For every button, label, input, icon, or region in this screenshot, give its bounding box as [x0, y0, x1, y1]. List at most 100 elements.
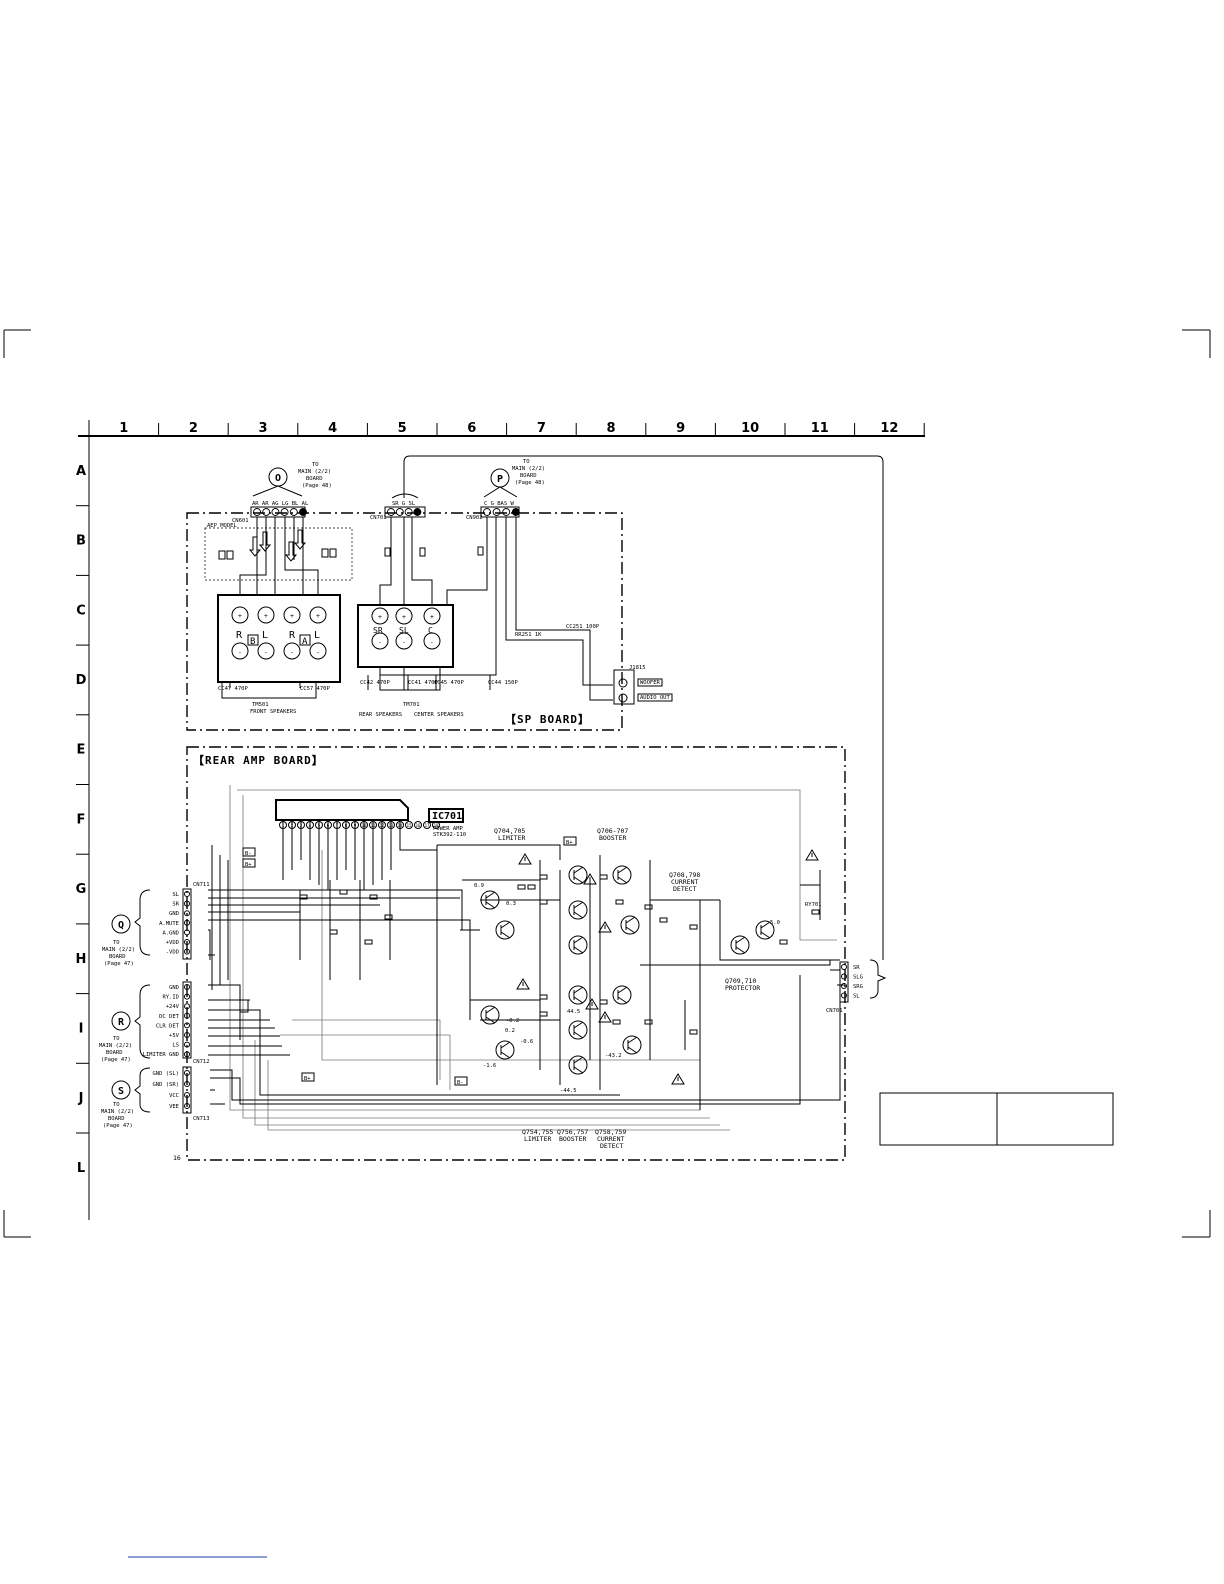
terminal-minus: [231, 642, 249, 660]
connector-pin: [184, 891, 190, 897]
terminal-sign: +: [238, 612, 242, 620]
warning-triangle-icon: [585, 998, 599, 1010]
connector-pin-label: VEE: [169, 1104, 179, 1110]
svg-text:SR G SL: SR G SL: [392, 501, 416, 507]
svg-text:(Page 47): (Page 47): [101, 1057, 131, 1063]
resistors: [299, 874, 820, 1035]
connector-pin-label: +24V: [166, 1004, 180, 1010]
ic-pin: [423, 821, 431, 829]
grid-column-label: 3: [258, 421, 267, 436]
connector-pin-label: SL: [172, 892, 179, 898]
aep-model-box: [204, 527, 353, 581]
connector-pin-label: CLR DET: [156, 1023, 180, 1029]
grid-row-label: I: [79, 1021, 84, 1036]
svg-text:B+: B+: [304, 1076, 311, 1082]
connector-pin: [184, 910, 190, 917]
svg-text:-44.5: -44.5: [560, 1088, 577, 1094]
svg-text:BOOSTER: BOOSTER: [559, 1135, 586, 1143]
resistor-symbol: [599, 874, 608, 880]
connector-pin-label: SR: [853, 965, 860, 971]
transistor-symbol: [568, 1020, 588, 1040]
warning-triangle-icon: [583, 873, 597, 885]
svg-text:STK392-110: STK392-110: [433, 832, 466, 838]
svg-text:44.5: 44.5: [567, 1009, 580, 1015]
rear-amp-wiring: [208, 822, 845, 1110]
transistor-symbol: [612, 865, 632, 885]
connector-pin: [184, 948, 190, 955]
svg-text:LIMITER: LIMITER: [524, 1135, 551, 1143]
connector-s-marker: S TO MAIN (2/2) BOARD (Page 47): [101, 1067, 151, 1129]
connector-pin: [413, 508, 422, 516]
resistor-symbol: [364, 939, 373, 945]
svg-text:CC45 470P: CC45 470P: [434, 680, 464, 686]
svg-text:B-: B-: [457, 1080, 464, 1086]
sp-board-labels: J1815 WOOFER AUDIO OUT TM501 FRONT SPEAK…: [218, 624, 670, 726]
svg-text:AUDIO OUT: AUDIO OUT: [640, 695, 670, 701]
transistor-symbol: [568, 900, 588, 920]
svg-text:CN711: CN711: [193, 882, 210, 888]
grid-column-label: 12: [880, 421, 898, 436]
cn601-connector: CN601 AR AR AG LG BL AL: [232, 501, 309, 524]
warning-triangle-icon: [518, 853, 532, 865]
sp-board-title: 【SP BOARD】: [505, 713, 590, 726]
ic-pin-number: 17: [425, 823, 430, 828]
svg-text:RR251 1K: RR251 1K: [515, 632, 542, 638]
svg-text:TM501: TM501: [252, 702, 269, 708]
svg-text:FRONT SPEAKERS: FRONT SPEAKERS: [250, 709, 296, 715]
svg-text:MAIN (2/2): MAIN (2/2): [102, 947, 135, 953]
grid-column-label: 4: [328, 421, 337, 436]
terminal-sign: -: [402, 638, 406, 646]
grid-column-label: 9: [676, 421, 685, 436]
svg-text:BOARD: BOARD: [106, 1050, 123, 1056]
resistor-symbol: [779, 939, 788, 945]
resistor-symbol: [644, 1019, 653, 1025]
warning-triangle-icon: [671, 1073, 685, 1085]
transistor-symbol: [495, 920, 515, 940]
grid-column-label: 5: [398, 421, 407, 436]
svg-text:C: C: [428, 626, 433, 635]
connector-pin: [184, 939, 190, 945]
connector-pin: [299, 508, 307, 516]
grid-column-label: 2: [189, 421, 198, 436]
svg-text:PROTECTOR: PROTECTOR: [725, 984, 760, 992]
connector-pin: [184, 1003, 190, 1010]
svg-text:SL: SL: [399, 626, 409, 635]
terminal-plus: [395, 607, 413, 625]
svg-text:CC42 470P: CC42 470P: [360, 680, 390, 686]
connector-o-marker: O TO MAIN (2/2) BOARD (Page 48): [252, 462, 332, 497]
terminal-sign: +: [402, 613, 406, 621]
connector-p-marker: P TO MAIN (2/2) BOARD (Page 48): [483, 459, 545, 498]
info-box: [879, 1092, 1114, 1146]
svg-text:0.9: 0.9: [474, 883, 484, 889]
terminal-minus: [257, 642, 275, 660]
svg-text:Q709,710: Q709,710: [725, 977, 756, 985]
svg-text:B+: B+: [566, 840, 573, 846]
svg-text:MAIN (2/2): MAIN (2/2): [101, 1109, 134, 1115]
svg-text:BOARD: BOARD: [108, 1116, 125, 1122]
connector-pin-label: SLG: [853, 975, 863, 981]
resistor-symbol: [299, 894, 308, 900]
terminal-minus: [309, 642, 327, 660]
resistor-symbol: [644, 904, 653, 910]
connector-pin-label: GND: [169, 985, 179, 991]
sp-board-wiring: [221, 517, 613, 701]
cn902-connector: CN902 C G BAS W: [466, 501, 520, 521]
terminal-sign: -: [238, 648, 242, 656]
svg-text:L: L: [314, 630, 320, 641]
connector-pin-label: LS: [172, 1043, 179, 1049]
svg-text:AR AR AG LG BL AL: AR AR AG LG BL AL: [252, 501, 309, 507]
svg-text:TO: TO: [113, 1036, 120, 1042]
svg-text:CURRENT: CURRENT: [671, 878, 698, 886]
svg-text:MAIN (2/2): MAIN (2/2): [99, 1043, 132, 1049]
resistor-symbol: [612, 1019, 621, 1025]
svg-text:(Page 47): (Page 47): [104, 961, 134, 967]
ic-pin-number: 16: [416, 823, 421, 828]
grid-column-label: 6: [467, 421, 476, 436]
connector-pin: [262, 508, 271, 516]
connector-pin: [184, 1070, 190, 1076]
svg-text:R: R: [236, 630, 243, 641]
warning-triangle-icon: [598, 921, 612, 933]
resistor-symbol: [539, 1011, 548, 1017]
rear-amp-grey-traces: [229, 785, 837, 1131]
